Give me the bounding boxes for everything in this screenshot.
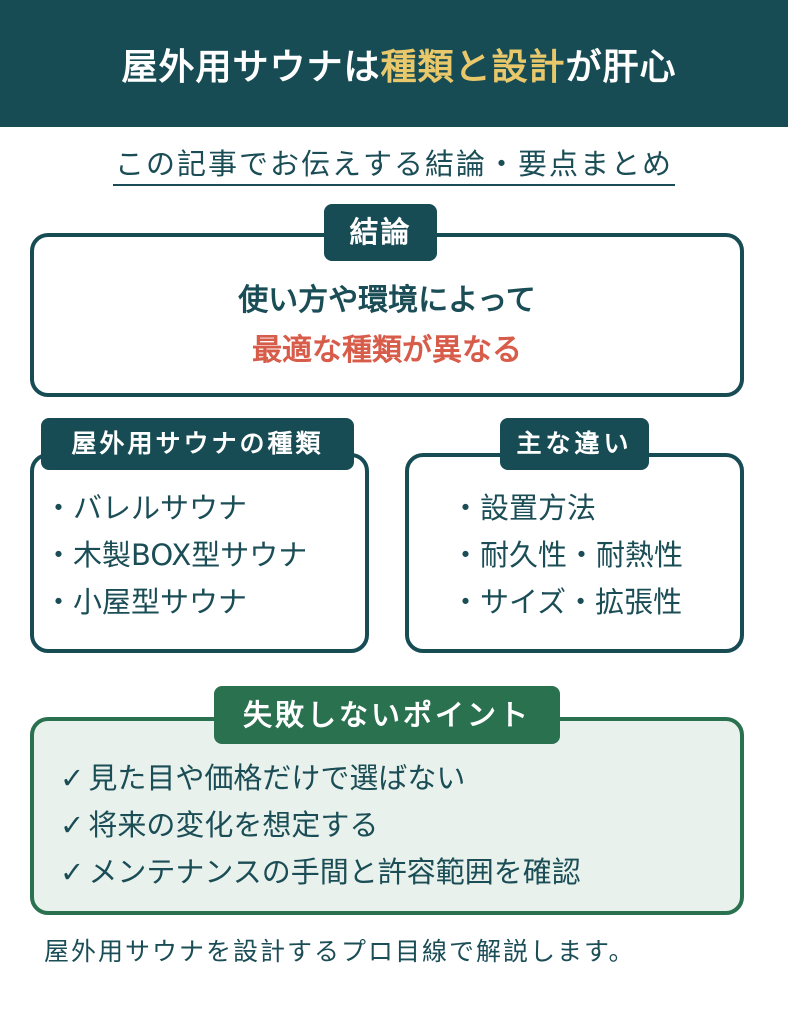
title-prefix: 屋外用サウナは — [121, 46, 381, 88]
point-text: 見た目や価格だけで選ばない — [88, 761, 466, 795]
check-icon: ✓ — [60, 808, 85, 842]
title-highlight-types: 種類 — [380, 46, 455, 88]
conclusion-badge: 結論 — [324, 204, 437, 261]
differences-panel: ・設置方法 ・耐久性・耐熱性 ・サイズ・拡張性 — [405, 453, 744, 653]
title-mid: と — [454, 46, 492, 88]
subtitle-text: この記事でお伝えする結論・要点まとめ — [112, 146, 675, 186]
check-icon: ✓ — [60, 855, 85, 889]
list-item: ✓メンテナンスの手間と許容範囲を確認 — [60, 849, 581, 896]
footer-text: 屋外用サウナを設計するプロ目線で解説します。 — [44, 937, 636, 966]
list-item: ✓将来の変化を想定する — [60, 802, 581, 849]
differences-list: ・設置方法 ・耐久性・耐熱性 ・サイズ・拡張性 — [451, 485, 683, 626]
sauna-types-list: ・バレルサウナ ・木製BOX型サウナ ・小屋型サウナ — [44, 485, 307, 626]
sauna-types-badge: 屋外用サウナの種類 — [41, 418, 354, 470]
list-item: ✓見た目や価格だけで選ばない — [60, 755, 581, 802]
page-title: 屋外用サウナは種類と設計が肝心 — [111, 38, 676, 90]
point-text: メンテナンスの手間と許容範囲を確認 — [88, 855, 581, 889]
list-item: ・設置方法 — [451, 491, 597, 525]
key-points-badge: 失敗しないポイント — [214, 686, 560, 744]
sauna-types-panel: ・バレルサウナ ・木製BOX型サウナ ・小屋型サウナ — [30, 453, 369, 653]
list-item: ・耐久性・耐熱性 — [451, 538, 684, 572]
list-item: ・小屋型サウナ — [44, 585, 248, 619]
list-item: ・バレルサウナ — [44, 491, 248, 525]
list-item: ・木製BOX型サウナ — [44, 538, 308, 572]
point-text: 将来の変化を想定する — [88, 808, 379, 842]
check-icon: ✓ — [60, 761, 85, 795]
summary-subtitle: この記事でお伝えする結論・要点まとめ — [0, 146, 788, 186]
header-banner: 屋外用サウナは種類と設計が肝心 — [0, 0, 788, 127]
title-highlight-design: 設計 — [491, 46, 566, 88]
conclusion-line-2: 最適な種類が異なる — [252, 333, 522, 368]
key-points-panel: ✓見た目や価格だけで選ばない ✓将来の変化を想定する ✓メンテナンスの手間と許容… — [30, 717, 744, 915]
title-suffix: が肝心 — [565, 46, 677, 88]
conclusion-line-1: 使い方や環境によって — [238, 283, 536, 318]
differences-badge: 主な違い — [500, 418, 649, 470]
list-item: ・サイズ・拡張性 — [451, 585, 683, 619]
key-points-list: ✓見た目や価格だけで選ばない ✓将来の変化を想定する ✓メンテナンスの手間と許容… — [60, 755, 581, 896]
